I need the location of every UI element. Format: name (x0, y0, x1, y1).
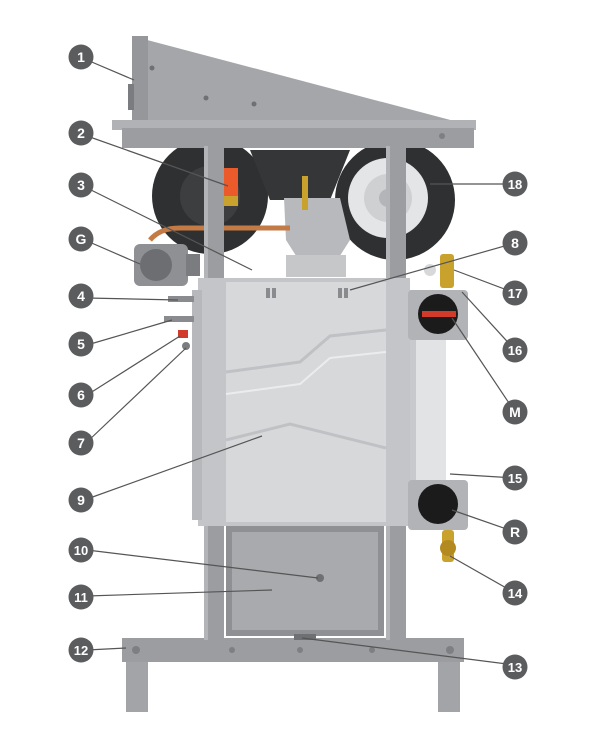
callout-12: 12 (68, 637, 94, 663)
callout-1-label: 1 (77, 49, 85, 65)
callout-13-label: 13 (508, 660, 522, 675)
callout-r-label: R (510, 524, 520, 540)
callout-9: 9 (68, 487, 94, 513)
fuel-hopper (128, 36, 458, 122)
callout-8: 8 (502, 230, 528, 256)
callout-17-label: 17 (508, 286, 522, 301)
callout-18-label: 18 (508, 177, 522, 192)
callout-11-label: 11 (74, 590, 88, 605)
callout-2: 2 (68, 120, 94, 146)
callout-4: 4 (68, 283, 94, 309)
copper-pipe (148, 225, 290, 242)
callout-6-label: 6 (77, 387, 85, 403)
top-beam (112, 120, 476, 148)
callout-r: R (502, 519, 528, 545)
leader-lines (86, 59, 516, 666)
center-fan-housing (250, 150, 350, 200)
callout-7: 7 (68, 430, 94, 456)
callout-m-label: M (509, 404, 521, 420)
ash-door (226, 526, 384, 640)
callout-9-label: 9 (77, 492, 85, 508)
callout-10-label: 10 (74, 543, 88, 558)
callout-11: 11 (68, 584, 94, 610)
callout-16-label: 16 (508, 343, 522, 358)
callout-17: 17 (502, 280, 528, 306)
callout-14: 14 (502, 580, 528, 606)
heat-exchanger-body (198, 278, 410, 526)
drain-valve-14 (440, 530, 456, 562)
callout-3: 3 (68, 172, 94, 198)
left-ribs (192, 290, 202, 520)
callout-6: 6 (68, 382, 94, 408)
safety-valve-17 (424, 254, 454, 288)
callout-18: 18 (502, 171, 528, 197)
callout-16: 16 (502, 337, 528, 363)
callout-2-label: 2 (77, 125, 85, 141)
callout-1: 1 (68, 44, 94, 70)
callout-14-label: 14 (508, 586, 523, 601)
base-stand (122, 638, 464, 712)
callout-15: 15 (502, 465, 528, 491)
callout-15-label: 15 (508, 471, 522, 486)
callout-3-label: 3 (77, 177, 85, 193)
callout-m: M (502, 399, 528, 425)
callout-g: G (68, 226, 94, 252)
gear-motor (134, 244, 200, 286)
callout-8-label: 8 (511, 235, 519, 251)
callout-4-label: 4 (77, 288, 85, 304)
callout-10: 10 (68, 537, 94, 563)
front-fittings (164, 296, 194, 350)
callout-12-label: 12 (74, 643, 88, 658)
callout-5-label: 5 (77, 336, 85, 352)
sensor-block-2 (222, 168, 238, 206)
callout-g-label: G (76, 231, 87, 247)
flow-outlet-M (408, 290, 468, 340)
callout-7-label: 7 (77, 435, 85, 451)
callout-5: 5 (68, 331, 94, 357)
return-inlet-R (408, 480, 468, 530)
burner-feed-pipe (284, 176, 350, 277)
callout-13: 13 (502, 654, 528, 680)
